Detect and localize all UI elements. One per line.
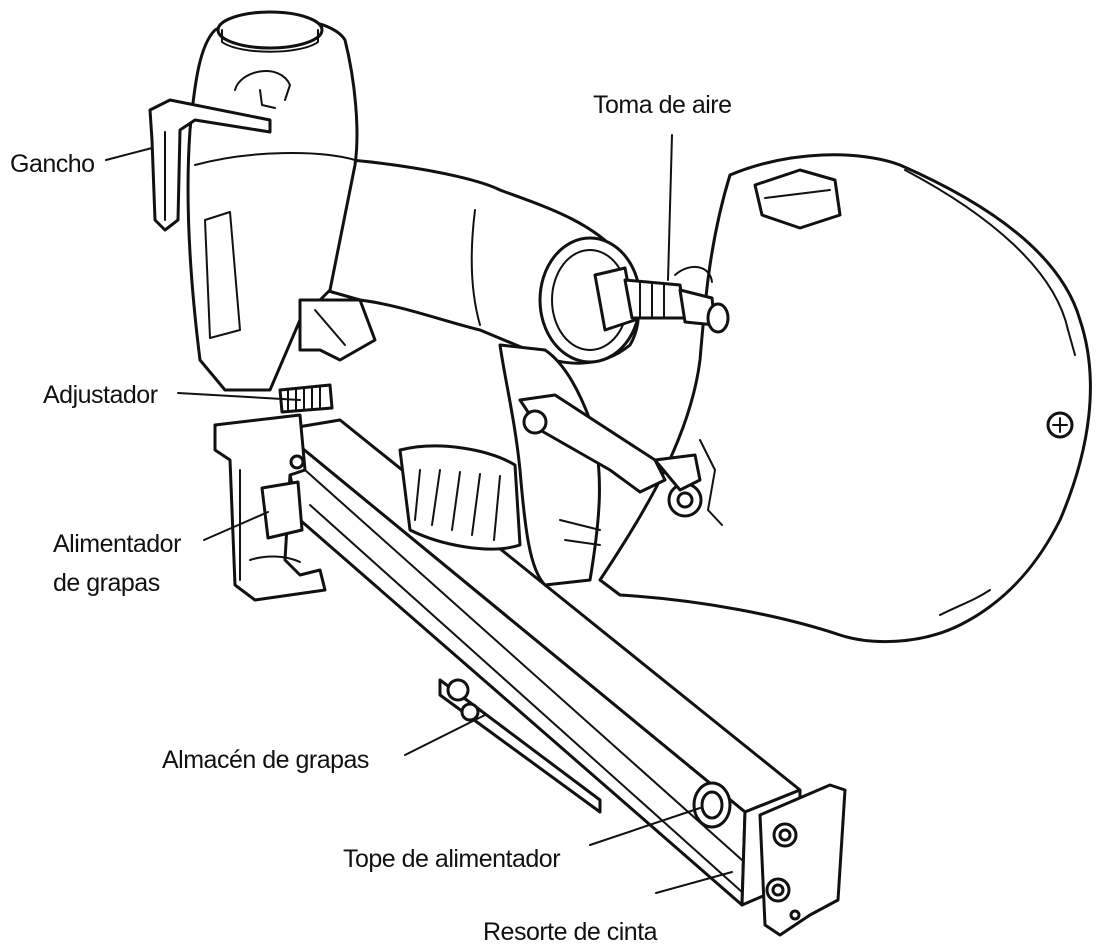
label-gancho: Gancho [10, 150, 95, 178]
leader-toma [668, 135, 672, 280]
leader-almacen [405, 715, 485, 755]
label-alimentador-line2: de grapas [53, 569, 160, 597]
label-tope: Tope de alimentador [343, 845, 560, 873]
label-alimentador-line1: Alimentador [53, 530, 181, 558]
label-toma-de-aire: Toma de aire [593, 91, 732, 119]
label-almacen: Almacén de grapas [162, 746, 369, 774]
hose-coil [600, 155, 1090, 642]
label-adjustador: Adjustador [43, 381, 158, 409]
leader-gancho [106, 148, 152, 160]
label-resorte: Resorte de cinta [483, 918, 658, 946]
feeder-stop [694, 783, 730, 827]
